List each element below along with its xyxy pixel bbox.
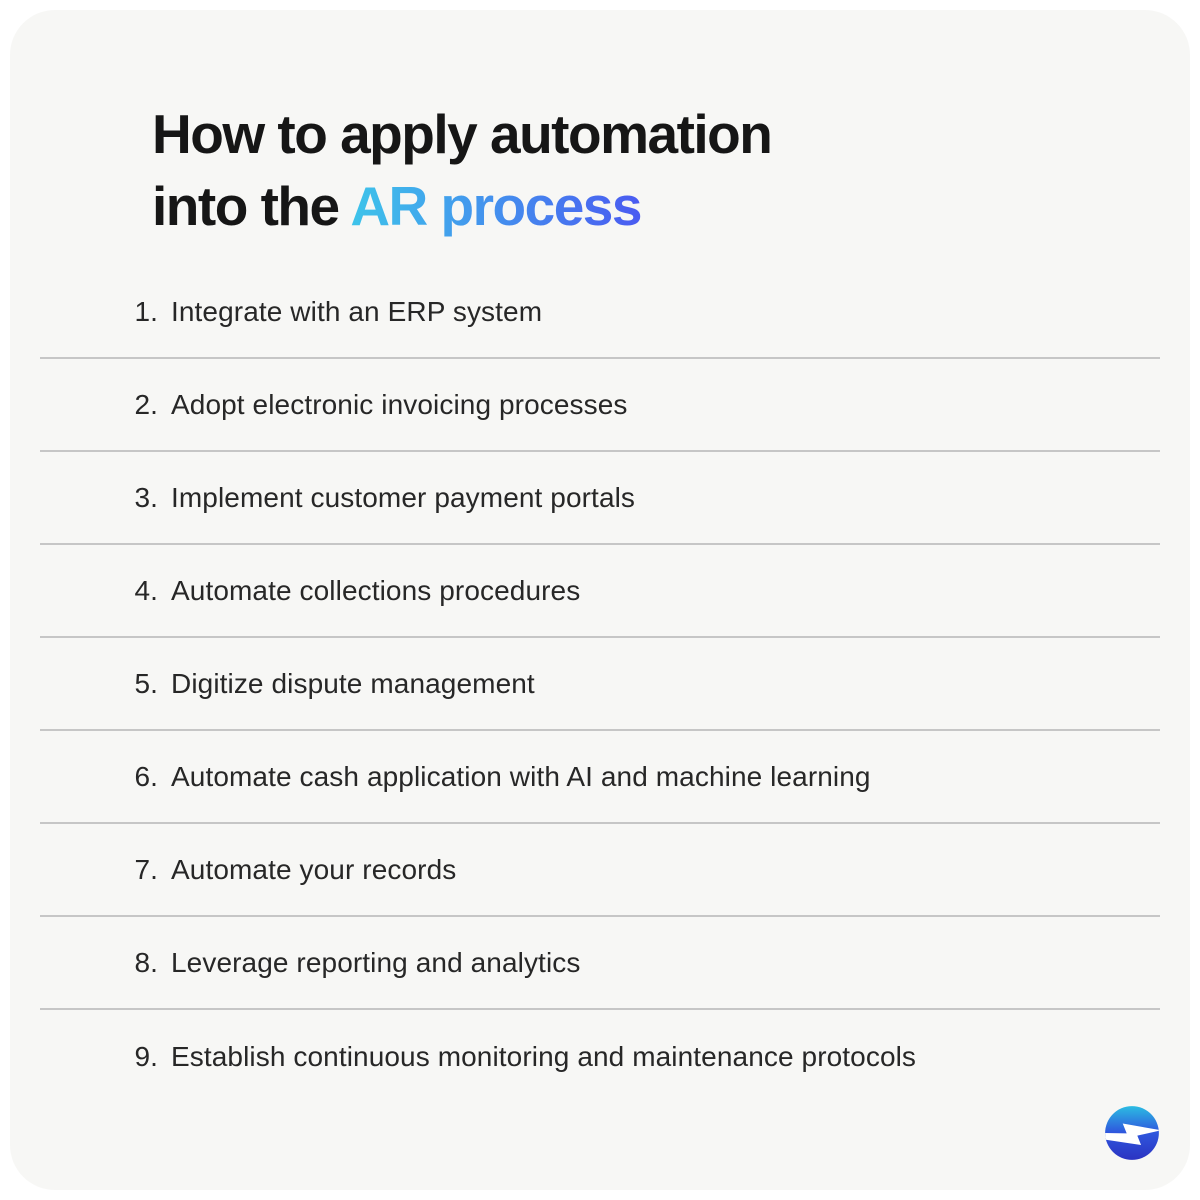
list-item-number: 1. bbox=[134, 295, 158, 327]
list-item: 6. Automate cash application with AI and… bbox=[40, 731, 1160, 824]
list-item: 5. Digitize dispute management bbox=[40, 638, 1160, 731]
list-item: 9. Establish continuous monitoring and m… bbox=[40, 1010, 1160, 1103]
list-item-number: 4. bbox=[134, 574, 158, 606]
list-item-number: 9. bbox=[134, 1040, 158, 1072]
list-item: 3. Implement customer payment portals bbox=[40, 452, 1160, 545]
infographic-card: How to apply automation into the AR proc… bbox=[10, 10, 1190, 1190]
list-item: 2. Adopt electronic invoicing processes bbox=[40, 359, 1160, 452]
list-item: 1. Integrate with an ERP system bbox=[40, 266, 1160, 359]
title-highlight: AR process bbox=[350, 175, 642, 237]
title-line1: How to apply automation bbox=[152, 103, 773, 165]
list-item-number: 5. bbox=[134, 667, 158, 699]
list-item-label: Implement customer payment portals bbox=[171, 481, 636, 513]
steps-list: 1. Integrate with an ERP system 2. Adopt… bbox=[40, 266, 1160, 1103]
list-item-number: 7. bbox=[134, 853, 158, 885]
list-item: 8. Leverage reporting and analytics bbox=[40, 917, 1160, 1010]
list-item-number: 2. bbox=[134, 388, 158, 420]
list-item-label: Integrate with an ERP system bbox=[171, 295, 543, 327]
list-item-label: Digitize dispute management bbox=[171, 667, 535, 699]
list-item-label: Establish continuous monitoring and main… bbox=[171, 1040, 917, 1072]
title-line2-prefix: into the bbox=[152, 175, 351, 237]
list-item-label: Automate cash application with AI and ma… bbox=[171, 760, 871, 792]
list-item: 4. Automate collections procedures bbox=[40, 545, 1160, 638]
list-item-label: Adopt electronic invoicing processes bbox=[171, 388, 628, 420]
list-item-label: Automate your records bbox=[171, 853, 457, 885]
list-item-number: 6. bbox=[134, 760, 158, 792]
list-item-label: Automate collections procedures bbox=[171, 574, 581, 606]
lightning-bolt-logo bbox=[1105, 1106, 1159, 1160]
list-item: 7. Automate your records bbox=[40, 824, 1160, 917]
title-block: How to apply automation into the AR proc… bbox=[10, 10, 1190, 242]
list-item-label: Leverage reporting and analytics bbox=[171, 946, 581, 978]
page-title: How to apply automation into the AR proc… bbox=[152, 98, 1190, 242]
bolt-icon bbox=[1105, 1123, 1159, 1146]
list-item-number: 8. bbox=[134, 946, 158, 978]
list-item-number: 3. bbox=[134, 481, 158, 513]
